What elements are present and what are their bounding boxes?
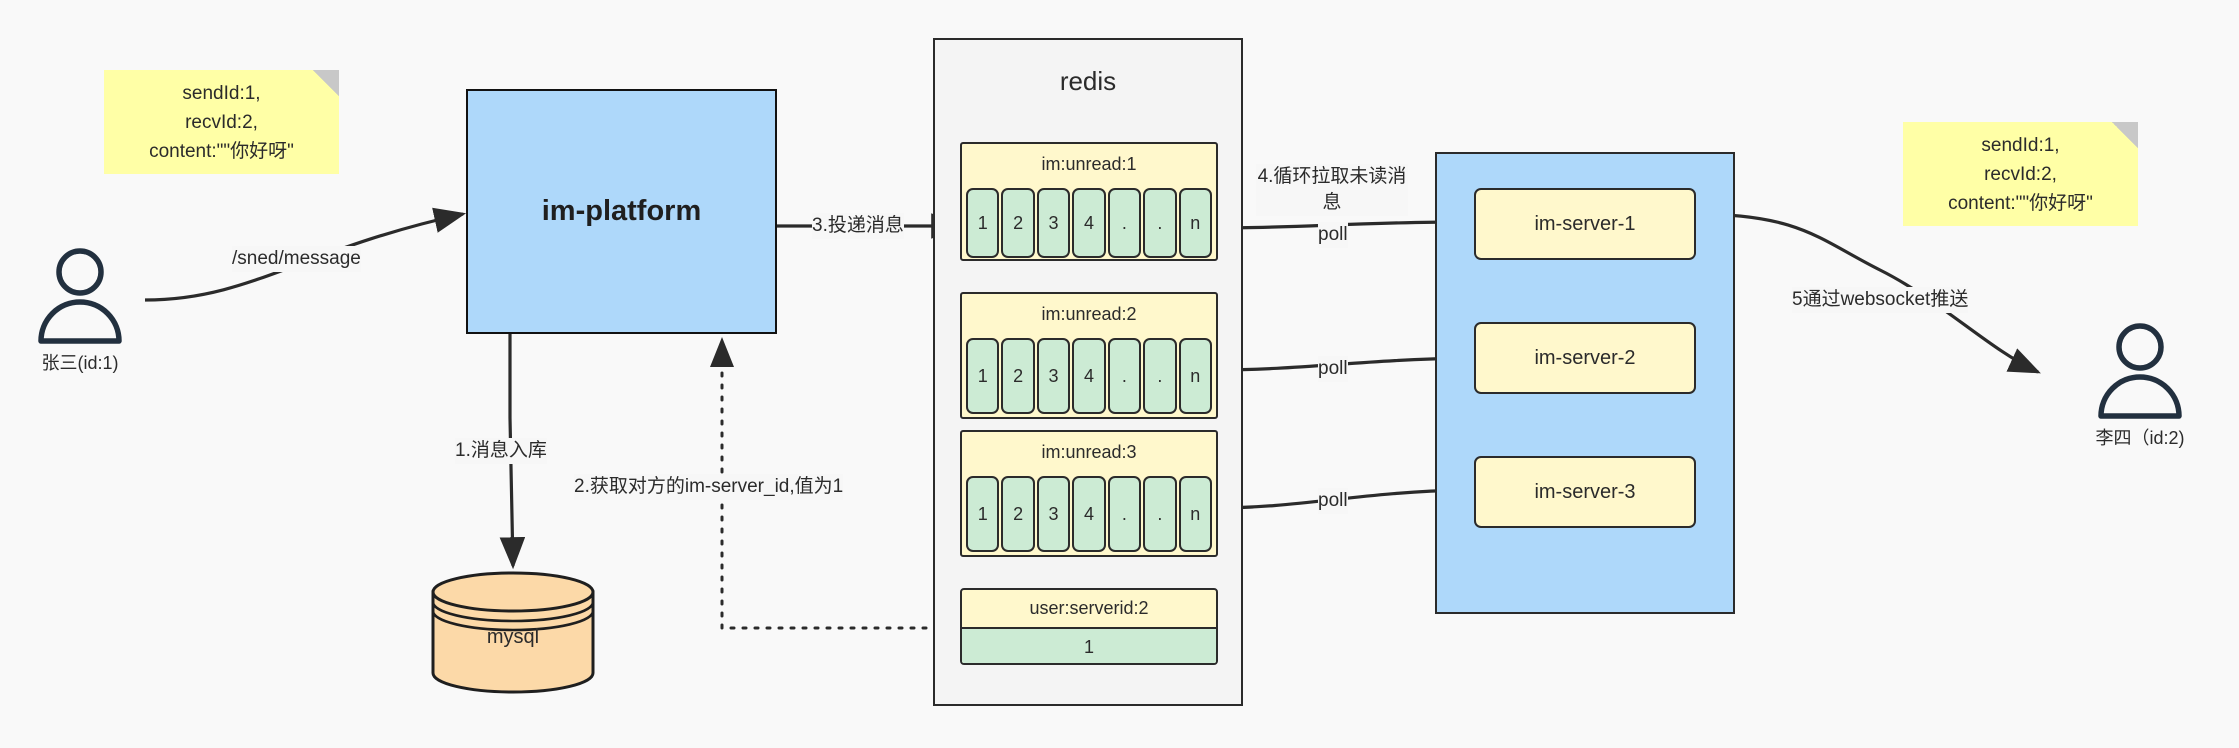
queue-cell[interactable]: 3	[1036, 476, 1071, 552]
sender-label: 张三(id:1)	[41, 353, 119, 373]
note-line: content:""你好呀"	[149, 140, 294, 162]
im-server-1-box[interactable]: im-server-1	[1474, 188, 1696, 260]
note-line: sendId:1,	[1981, 134, 2060, 156]
queue-cell[interactable]: 4	[1072, 338, 1106, 414]
queue-cell[interactable]: 4	[1072, 188, 1106, 258]
edge-label-step4: 4.循环拉取未读消息	[1256, 164, 1408, 216]
im-server-label: im-server-2	[1534, 346, 1636, 369]
redis-queue-cells: 1 2 3 4 . . n	[966, 188, 1212, 258]
message-note-left: sendId:1, recvId:2, content:""你好呀"	[104, 70, 339, 174]
redis-queue-block[interactable]: im:unread:1 1 2 3 4 . . n	[960, 142, 1218, 261]
edge-label-send-message: /sned/message	[232, 246, 361, 272]
edge-label-poll-3: poll	[1318, 488, 1348, 514]
queue-cell[interactable]: 2	[1001, 188, 1035, 258]
user-icon	[2098, 323, 2182, 419]
redis-kv-block[interactable]: user:serverid:2 1	[960, 588, 1218, 665]
redis-queue-cells: 1 2 3 4 . . n	[966, 476, 1212, 552]
edge-label-poll-2: poll	[1318, 356, 1348, 382]
redis-queue-block[interactable]: im:unread:2 1 2 3 4 . . n	[960, 292, 1218, 419]
redis-queue-key: im:unread:3	[1041, 442, 1137, 462]
im-platform-box[interactable]: im-platform	[466, 89, 777, 334]
redis-kv-key: user:serverid:2	[1029, 598, 1149, 618]
queue-cell[interactable]: 1	[966, 476, 1000, 552]
im-server-label: im-server-3	[1534, 480, 1636, 503]
redis-queue-key: im:unread:1	[1041, 154, 1137, 174]
mysql-label: mysql	[486, 626, 540, 648]
queue-cell[interactable]: .	[1107, 338, 1142, 414]
im-server-3-box[interactable]: im-server-3	[1474, 456, 1696, 528]
queue-cell[interactable]: 1	[966, 338, 1000, 414]
message-note-right: sendId:1, recvId:2, content:""你好呀"	[1903, 122, 2138, 226]
queue-cell[interactable]: 4	[1072, 476, 1106, 552]
queue-cell[interactable]: .	[1107, 188, 1142, 258]
receiver-label: 李四（id:2)	[2095, 428, 2185, 448]
redis-title: redis	[1059, 66, 1117, 96]
queue-cell[interactable]: .	[1107, 476, 1142, 552]
edge-label-step3: 3.投递消息	[812, 213, 904, 239]
queue-cell[interactable]: .	[1143, 476, 1177, 552]
edge-label-step2: 2.获取对方的im-server_id,值为1	[574, 474, 844, 500]
queue-cell[interactable]: .	[1143, 188, 1177, 258]
queue-cell[interactable]: n	[1178, 476, 1212, 552]
queue-cell[interactable]: 1	[966, 188, 1000, 258]
queue-cell[interactable]: 3	[1036, 338, 1071, 414]
edge-label-step1: 1.消息入库	[455, 438, 547, 464]
queue-cell[interactable]: 3	[1036, 188, 1071, 258]
redis-queue-key: im:unread:2	[1041, 304, 1137, 324]
user-icon	[38, 248, 122, 344]
database-cylinder-icon	[431, 571, 595, 694]
note-fold-icon	[2112, 122, 2138, 148]
queue-cell[interactable]: 2	[1001, 338, 1035, 414]
edge-label-poll-1: poll	[1318, 222, 1348, 248]
redis-queue-block[interactable]: im:unread:3 1 2 3 4 . . n	[960, 430, 1218, 557]
queue-cell[interactable]: n	[1178, 338, 1212, 414]
queue-cell[interactable]: 2	[1001, 476, 1035, 552]
note-line: recvId:2,	[185, 111, 258, 133]
im-server-2-box[interactable]: im-server-2	[1474, 322, 1696, 394]
redis-queue-cells: 1 2 3 4 . . n	[966, 338, 1212, 414]
mysql-datastore[interactable]: mysql	[430, 570, 596, 695]
note-line: recvId:2,	[1984, 163, 2057, 185]
redis-kv-value: 1	[962, 627, 1216, 663]
receiver-actor: 李四（id:2)	[2090, 320, 2190, 448]
im-server-label: im-server-1	[1534, 212, 1636, 235]
queue-cell[interactable]: n	[1178, 188, 1212, 258]
im-platform-label: im-platform	[541, 195, 702, 227]
note-line: content:""你好呀"	[1948, 192, 2093, 214]
note-fold-icon	[313, 70, 339, 96]
queue-cell[interactable]: .	[1143, 338, 1177, 414]
sender-actor: 张三(id:1)	[30, 245, 130, 373]
edge-label-step5: 5通过websocket推送	[1792, 287, 1969, 313]
note-line: sendId:1,	[182, 82, 261, 104]
